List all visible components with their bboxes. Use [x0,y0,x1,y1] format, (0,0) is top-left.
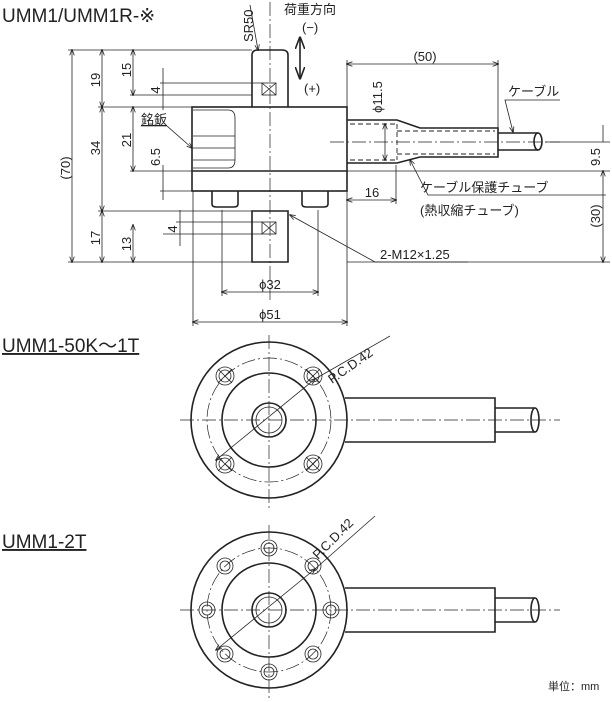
dim-70: (70) [58,156,73,179]
title-top-view-1: UMM1-50K～1T [2,336,140,357]
dim-15: 15 [119,63,134,77]
label-cable: ケーブル [508,84,559,99]
label-plus: (+) [304,81,320,96]
dim-phi32: ϕ32 [259,277,281,292]
dim-17: 17 [88,231,103,245]
dim-30: (30) [588,204,603,227]
dim-34: 34 [88,141,103,155]
label-minus: (−) [302,20,318,35]
title-top-view-2: UMM1-2T [2,532,87,553]
nameplate [193,109,236,169]
dim-50: (50) [413,49,436,64]
dim-phi51: ϕ51 [259,307,281,322]
dim-13: 13 [119,237,134,251]
dim-phi11-5: ϕ11.5 [370,81,385,113]
unit-label: 単位：mm [548,679,599,693]
side-view: (70) 19 34 17 15 4 21 6.5 4 13 ϕ32 ϕ51 (… [58,2,610,326]
dim-4a: 4 [148,86,163,93]
dim-9-5: 9.5 [588,148,603,166]
label-thread: 2-M12×1.25 [380,247,450,262]
label-sr50: SR50 [241,9,256,42]
top-view-1: P.C.D.42 [180,335,560,510]
label-pcd-1: P.C.D.42 [325,345,375,387]
label-heat-shrink: (熱収縮チューブ) [420,203,519,218]
label-load-direction: 荷重方向 [284,2,336,17]
dim-19: 19 [88,73,103,87]
label-cable-tube: ケーブル保護チューブ [420,180,548,195]
dim-4b: 4 [165,225,180,232]
dim-21: 21 [119,133,134,147]
label-nameplate: 銘鈑 [141,112,167,127]
top-view-2: P.C.D.42 [180,515,560,700]
title-side-view: UMM1/UMM1R-※ [2,6,155,27]
dim-16: 16 [365,185,379,200]
dim-6-5: 6.5 [148,148,163,166]
